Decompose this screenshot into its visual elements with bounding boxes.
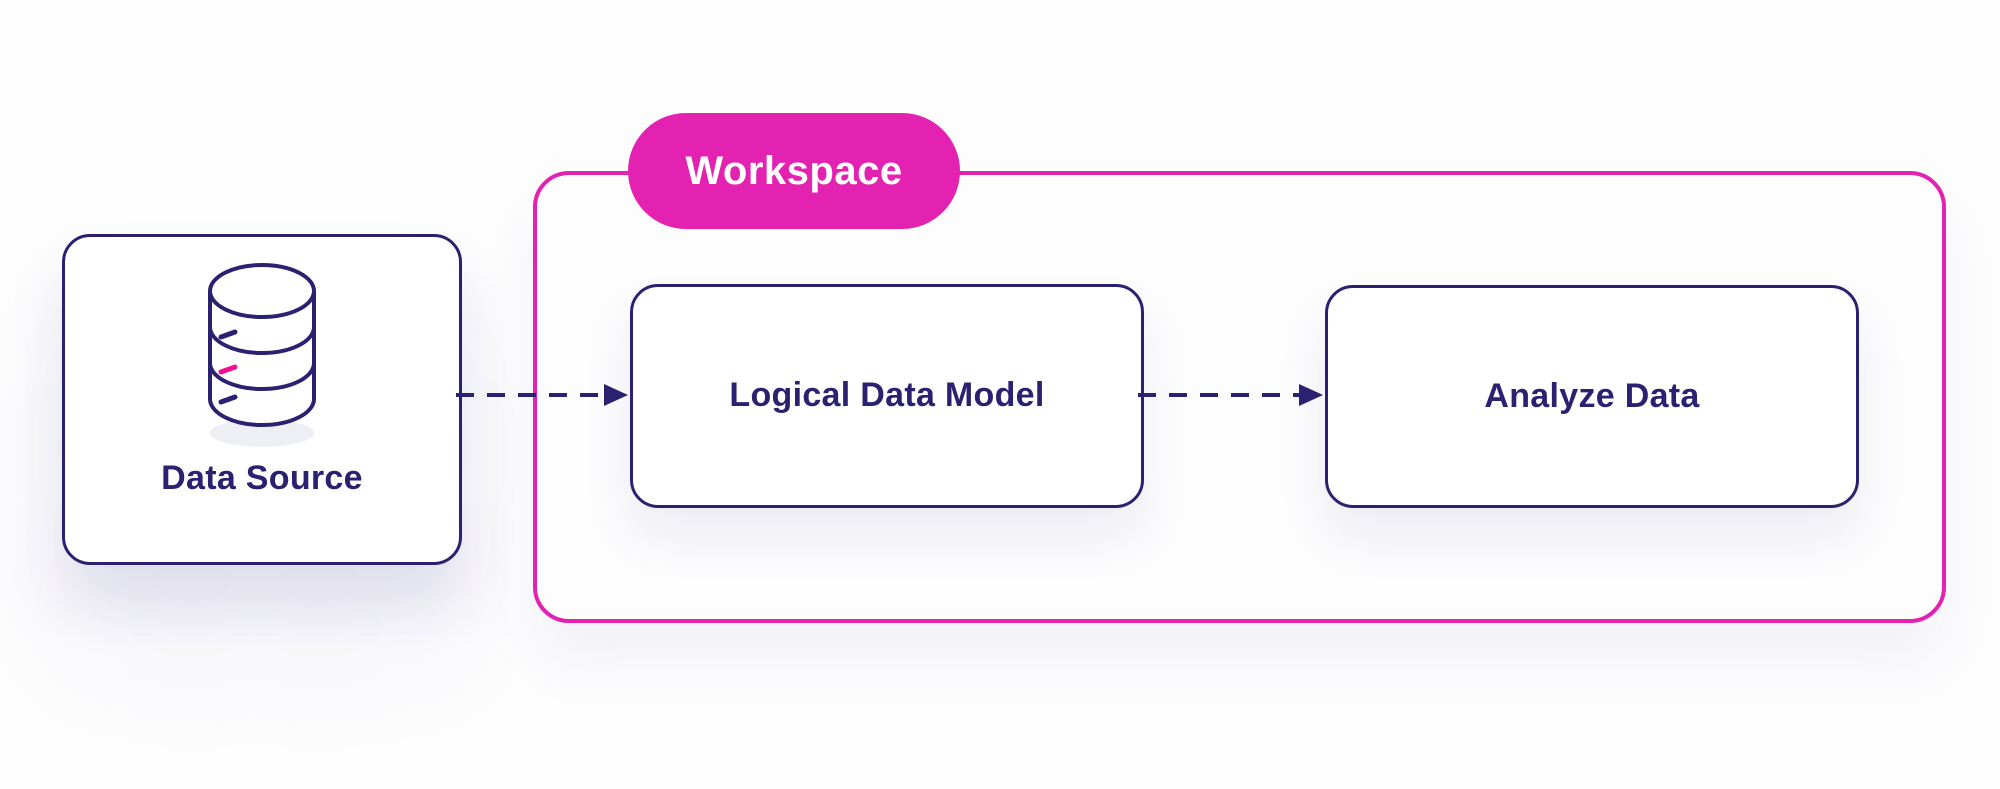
workspace-label: Workspace: [685, 148, 903, 193]
node-data-source: Data Source: [62, 234, 462, 565]
workspace-label-pill: Workspace: [628, 113, 960, 229]
database-icon-shadow: [210, 419, 314, 447]
data-source-label: Data Source: [161, 459, 363, 497]
node-logical-data-model: Logical Data Model: [630, 284, 1144, 508]
arrow-logical-data-model-to-analyze-data: [1138, 384, 1323, 406]
database-icon: [208, 263, 316, 447]
node-analyze-data: Analyze Data: [1325, 285, 1859, 508]
logical-data-model-label: Logical Data Model: [729, 376, 1045, 415]
arrow-data-source-to-logical-data-model: [456, 384, 628, 406]
analyze-data-label: Analyze Data: [1484, 376, 1700, 415]
